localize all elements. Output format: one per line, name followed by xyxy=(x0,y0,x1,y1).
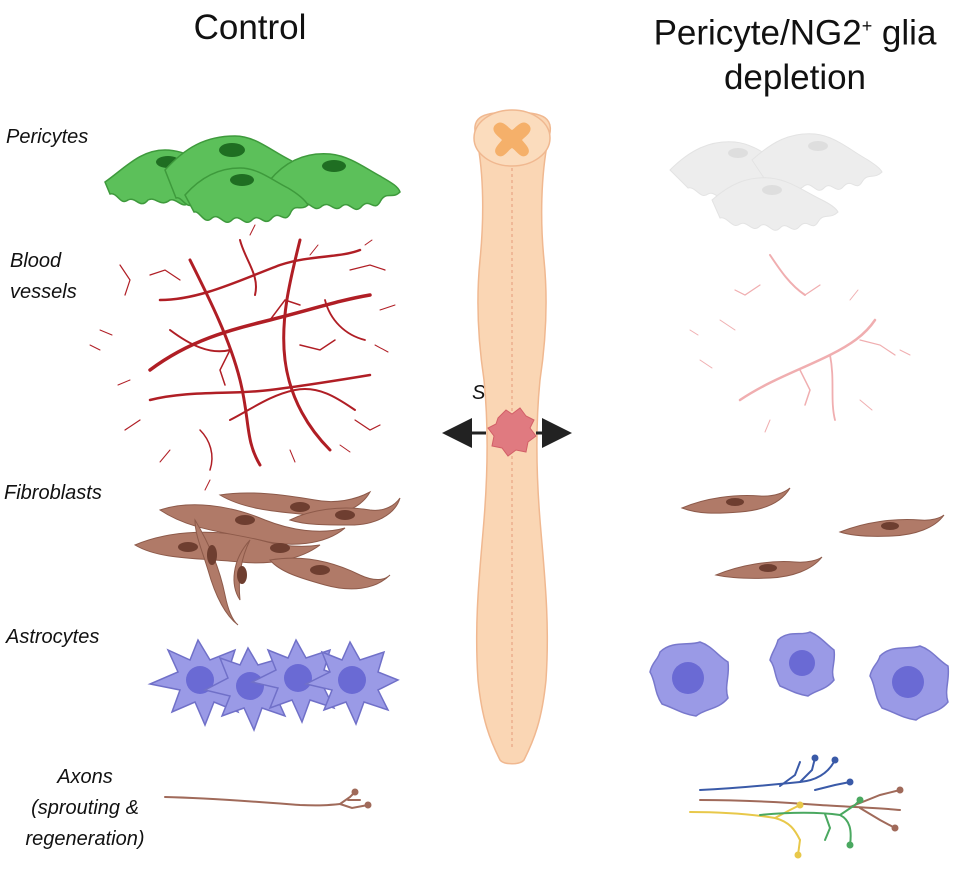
fibroblast-nucleus xyxy=(881,522,899,530)
label-blood-line1: Blood xyxy=(10,250,62,272)
axon-green xyxy=(759,796,864,849)
depletion-astrocytes xyxy=(649,631,950,721)
depletion-heading-suffix: glia xyxy=(872,13,937,53)
astrocyte-cell xyxy=(869,645,950,721)
spinal-cord xyxy=(442,109,572,765)
depletion-blood-vessels xyxy=(689,254,911,433)
fibroblast-cell xyxy=(194,518,239,626)
axon-yellow xyxy=(689,801,804,859)
sci-lesion xyxy=(487,407,537,457)
label-axons-line2: (sprouting & xyxy=(31,797,139,819)
label-axons: Axons (sprouting & regeneration) xyxy=(10,762,160,855)
control-astrocytes xyxy=(147,638,400,732)
depletion-heading-prefix: Pericyte/NG2 xyxy=(653,13,862,53)
astrocyte-cell xyxy=(649,641,730,717)
fibroblast-nucleus xyxy=(310,565,330,575)
label-pericytes: Pericytes xyxy=(6,126,89,148)
fibroblast-nucleus xyxy=(726,498,744,506)
control-blood-vessels xyxy=(89,224,396,491)
fibroblast-nucleus xyxy=(270,543,290,553)
fibroblast-nucleus xyxy=(207,545,217,565)
fibroblast-nucleus xyxy=(759,564,777,572)
control-pericytes xyxy=(104,135,401,223)
pericyte-cell xyxy=(269,153,401,211)
label-axons-line1: Axons xyxy=(57,766,113,788)
faded-nucleus xyxy=(728,148,748,158)
faded-nucleus xyxy=(762,185,782,195)
label-astrocytes: Astrocytes xyxy=(6,626,100,648)
fibroblast-cell xyxy=(158,504,346,545)
label-blood-vessels: Blood vessels xyxy=(10,246,77,308)
spinal-cord-gray-matter xyxy=(493,122,531,157)
fibroblast-cell xyxy=(233,539,251,601)
control-heading: Control xyxy=(193,8,307,47)
faded-nucleus xyxy=(808,141,828,151)
label-axons-line3: regeneration) xyxy=(25,828,145,850)
axon-blue xyxy=(699,754,854,791)
fibroblast-nucleus xyxy=(235,515,255,525)
astrocyte-cell xyxy=(303,640,400,726)
control-fibroblasts xyxy=(133,490,401,626)
control-axon xyxy=(164,788,372,810)
depletion-axons xyxy=(689,754,904,859)
pericyte-cell xyxy=(184,167,309,223)
depletion-fibroblasts xyxy=(680,487,945,579)
fibroblast-cell xyxy=(133,531,321,564)
depletion-heading-line2: depletion xyxy=(723,57,867,97)
astrocyte-cell xyxy=(769,631,836,697)
depletion-pericytes xyxy=(669,133,883,231)
fibroblast-nucleus xyxy=(335,510,355,520)
fibroblast-nucleus xyxy=(178,542,198,552)
depletion-heading-sup: + xyxy=(861,16,873,36)
label-blood-line2: vessels xyxy=(10,281,77,303)
fibroblast-cell xyxy=(269,557,391,590)
axon-brown xyxy=(699,786,904,832)
label-fibroblasts: Fibroblasts xyxy=(4,482,102,504)
astrocyte-cell xyxy=(249,638,348,724)
faded-pericyte-cell xyxy=(711,177,839,231)
fibroblast-nucleus xyxy=(237,566,247,584)
fibroblast-nucleus xyxy=(290,502,310,512)
depletion-heading: Pericyte/NG2+ glia depletion xyxy=(630,4,957,100)
